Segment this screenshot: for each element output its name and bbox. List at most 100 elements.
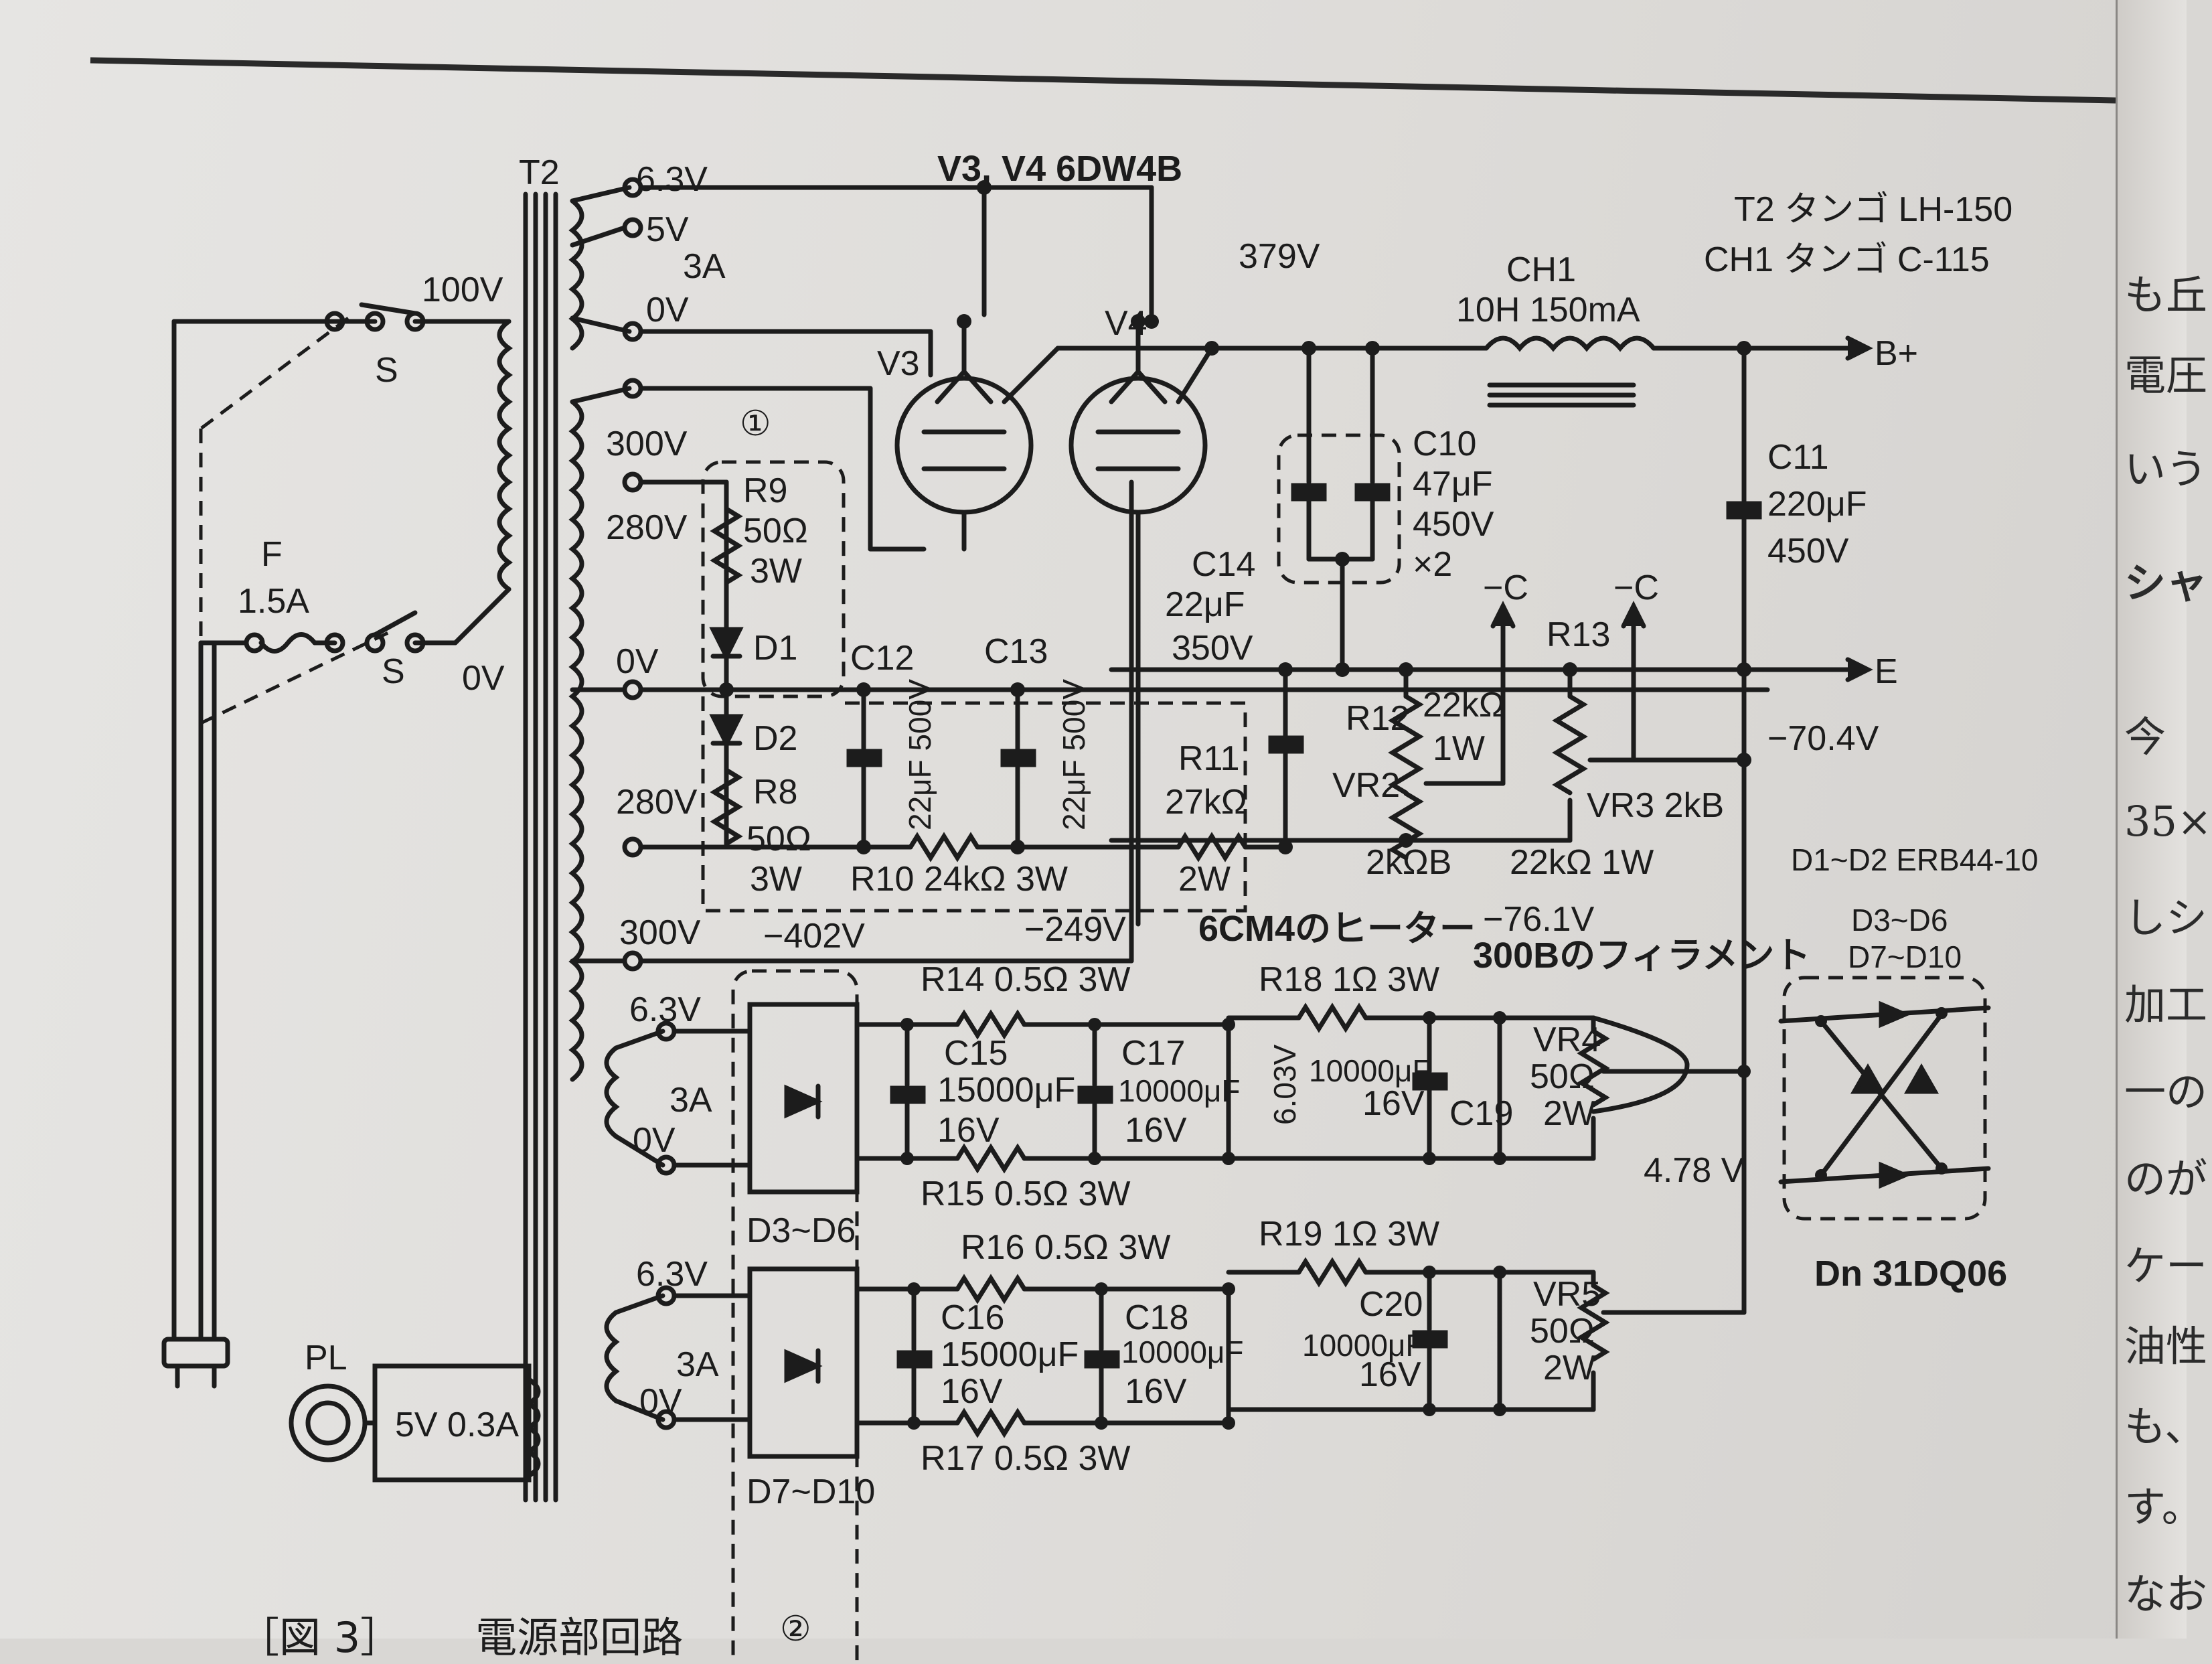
facing-line: しシ	[2124, 893, 2208, 942]
c15-name: C15	[944, 1034, 1008, 1073]
tap-3a: 3A	[683, 247, 726, 286]
facing-line: 今	[2124, 712, 2166, 761]
voltage-379v: 379V	[1239, 237, 1320, 276]
voltage-minus-70v: −70.4V	[1767, 719, 1879, 758]
primary-100v: 100V	[422, 271, 503, 309]
c16-value: 15000μF	[941, 1335, 1079, 1374]
voltage-minus-249v: −249V	[1024, 910, 1126, 949]
c11-value: 220μF	[1767, 485, 1867, 524]
facing-line: のが	[2124, 1154, 2208, 1203]
pilot-lamp-label: PL	[305, 1339, 347, 1377]
output-e: E	[1875, 652, 1898, 691]
c11-name: C11	[1767, 438, 1829, 477]
c13-value: 22μF 500V	[1056, 679, 1091, 830]
bridge-1-label: D3~D6	[746, 1211, 856, 1250]
c14-value: 22μF	[1165, 585, 1245, 624]
primary-0v: 0V	[462, 659, 505, 698]
parts-note-ch1: CH1 タンゴ C-115	[1704, 240, 1990, 279]
pilot-lamp-spec: 5V 0.3A	[395, 1406, 519, 1444]
r9-value: 50Ω	[743, 512, 808, 550]
r13-label: R13	[1547, 615, 1610, 654]
note-d7-d10: D7~D10	[1848, 939, 1962, 974]
c11-voltage: 450V	[1767, 532, 1849, 571]
r12-value: 22kΩ	[1423, 686, 1505, 725]
vr2-value: 2kΩB	[1366, 843, 1451, 882]
r9-name: R9	[743, 471, 787, 510]
h2-tap-3a: 3A	[676, 1345, 719, 1384]
switch-s1: S	[375, 351, 398, 390]
tap-0v-top: 0V	[646, 291, 689, 329]
d2-label: D2	[753, 719, 797, 758]
d1-label: D1	[753, 629, 797, 668]
facing-line: も丘	[2124, 271, 2208, 319]
h1-tap-3a: 3A	[669, 1081, 712, 1120]
group-1-marker: ①	[740, 404, 771, 443]
figure-title: 電源部回路	[475, 1613, 684, 1662]
fuse-label: F	[261, 535, 283, 574]
c10-name: C10	[1413, 425, 1476, 463]
facing-line: 一の	[2124, 1067, 2208, 1116]
vr3-label: VR3 2kB	[1587, 786, 1724, 825]
vr4-name: VR4	[1533, 1020, 1601, 1059]
tap-300v-bot: 300V	[619, 913, 701, 952]
r11-name: R11	[1178, 739, 1240, 778]
r17-label: R17 0.5Ω 3W	[921, 1439, 1130, 1478]
r8-power: 3W	[750, 860, 802, 899]
c16-voltage: 16V	[941, 1372, 1003, 1411]
r11-power: 2W	[1178, 860, 1231, 899]
c17-voltage: 16V	[1125, 1111, 1187, 1150]
h1-tap-6v3: 6.3V	[629, 990, 701, 1029]
output-b-plus: B+	[1875, 334, 1918, 373]
fuse-rating: 1.5A	[238, 582, 309, 621]
c19-value: 10000μF	[1309, 1053, 1431, 1088]
choke-spec: 10H 150mA	[1456, 291, 1640, 329]
transformer-label: T2	[519, 153, 560, 192]
note-6cm4-heater: 6CM4のヒーター	[1198, 909, 1476, 949]
vr4-value: 50Ω	[1530, 1057, 1595, 1096]
facing-page-edge: も丘 電圧 いう シャ 今 35× しシ 加工 一の のが ケー 油性 も、 す…	[2116, 0, 2212, 1639]
c14-name: C14	[1192, 545, 1255, 584]
r10-label: R10 24kΩ 3W	[850, 860, 1068, 899]
c17-value: 10000μF	[1118, 1073, 1241, 1108]
vr2-label: VR2	[1332, 766, 1400, 805]
facing-line: 油性	[2124, 1322, 2208, 1371]
note-d3-d6: D3~D6	[1851, 903, 1948, 937]
note-300b-filament: 300Bのフィラメント	[1473, 935, 1810, 976]
tap-0v-mid: 0V	[616, 642, 659, 681]
page-rule	[90, 57, 2116, 104]
r11-value: 27kΩ	[1165, 783, 1247, 822]
c16-name: C16	[941, 1298, 1004, 1337]
facing-line: いう	[2124, 445, 2208, 494]
c12-label: C12	[850, 639, 914, 678]
c10-value: 47μF	[1413, 465, 1493, 504]
voltage-4v78: 4.78 V	[1644, 1151, 1745, 1190]
vr5-power: 2W	[1543, 1349, 1595, 1387]
c13-label: C13	[984, 632, 1048, 671]
c10-voltage: 450V	[1413, 505, 1494, 544]
c20-name: C20	[1359, 1285, 1423, 1324]
tap-300v-top: 300V	[606, 425, 688, 463]
r13-value: 22kΩ 1W	[1510, 843, 1654, 882]
tap-280v-bot: 280V	[616, 783, 698, 822]
tap-5v: 5V	[646, 210, 689, 249]
c20-value: 10000μF	[1302, 1328, 1425, 1363]
vr5-name: VR5	[1533, 1275, 1601, 1314]
r16-label: R16 0.5Ω 3W	[961, 1228, 1170, 1267]
r12-power: 1W	[1433, 729, 1485, 768]
tube-v3-label: V3	[877, 344, 920, 383]
r19-label: R19 1Ω 3W	[1259, 1215, 1439, 1254]
c19-voltage: 16V	[1362, 1084, 1425, 1123]
voltage-minus-76v: −76.1V	[1483, 900, 1595, 939]
tube-title: V3, V4 6DW4B	[937, 149, 1182, 189]
c10-count: ×2	[1413, 545, 1452, 584]
r15-label: R15 0.5Ω 3W	[921, 1175, 1130, 1213]
group-2-marker: ②	[780, 1610, 811, 1649]
r9-power: 3W	[750, 552, 802, 591]
output-minus-c-2: −C	[1613, 569, 1659, 607]
r8-value: 50Ω	[746, 820, 811, 858]
c12-value: 22μF 500V	[902, 679, 937, 830]
r18-label: R18 1Ω 3W	[1259, 960, 1439, 999]
c17-name: C17	[1121, 1034, 1185, 1073]
tube-v4-label: V4	[1105, 304, 1148, 343]
c14-voltage: 350V	[1172, 629, 1253, 668]
